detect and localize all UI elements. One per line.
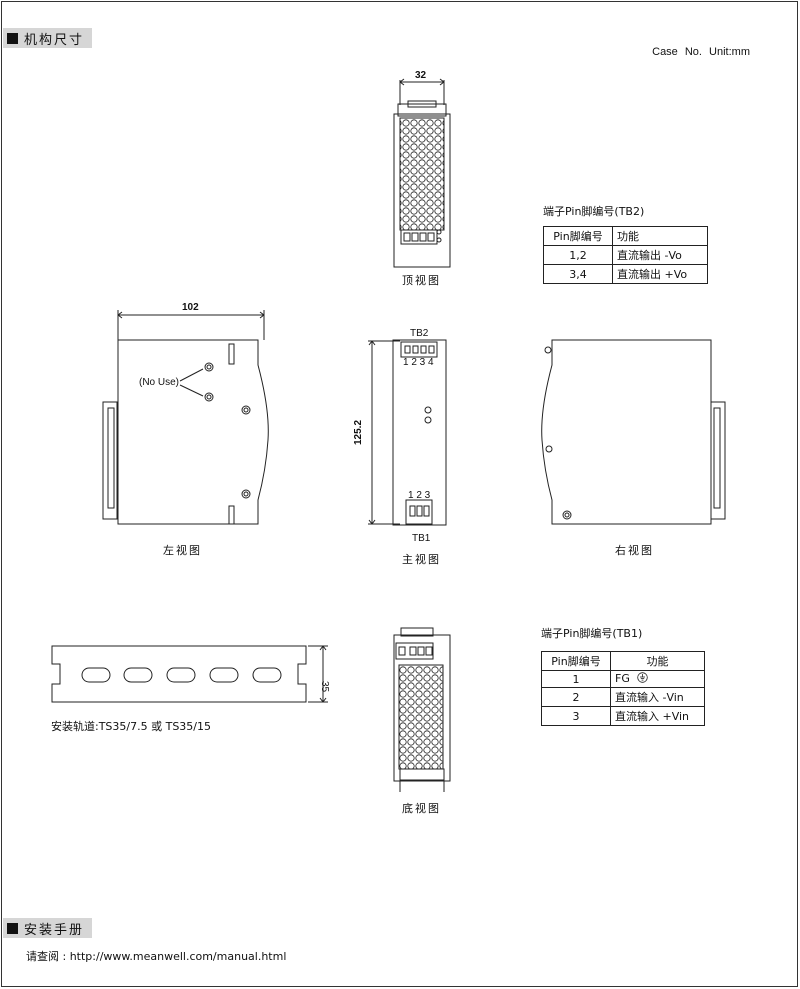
table-cell: 直流输出 +Vo: [612, 264, 708, 284]
table-cell: 直流输入 +Vin: [610, 706, 705, 726]
table-cell: 1: [541, 670, 611, 688]
table-cell: 3: [541, 706, 611, 726]
table-row: 1 FG: [541, 670, 705, 688]
tb2-pin-numbers: 1 2 3 4: [403, 357, 434, 368]
ground-icon: [637, 672, 649, 686]
section-header-install: 安装手册: [3, 918, 93, 938]
top-view-drawing: [393, 78, 451, 268]
tb1-pin-numbers: 1 2 3: [408, 490, 431, 501]
table-header-cell: Pin脚编号: [543, 226, 613, 246]
table-header-cell: 功能: [610, 651, 705, 671]
square-bullet-icon: [7, 32, 18, 44]
case-no-label: Case No.: [652, 46, 702, 58]
section-title: 安装手册: [24, 922, 85, 938]
left-view-caption: 左视图: [163, 544, 202, 557]
table-header-cell: Pin脚编号: [541, 651, 611, 671]
table-row: 3 直流输入 +Vin: [541, 706, 705, 726]
tb1-pin-table: Pin脚编号 功能 1 FG 2 直流输入 -Vin 3 直流输入 +Vin: [541, 651, 705, 726]
right-view-drawing: [541, 339, 726, 525]
bottom-view-drawing: [393, 627, 451, 792]
left-view-drawing: [102, 310, 269, 525]
table-header-cell: 功能: [612, 226, 708, 246]
table-cell: FG: [610, 670, 705, 688]
table-row: 3,4 直流输出 +Vo: [543, 264, 708, 284]
din-rail-caption: 安装轨道:TS35/7.5 或 TS35/15: [51, 720, 211, 733]
tb1-table-title: 端子Pin脚编号(TB1): [541, 627, 643, 640]
table-header-row: Pin脚编号 功能: [543, 226, 708, 246]
table-cell: 3,4: [543, 264, 613, 284]
tb1-label: TB1: [412, 533, 431, 544]
front-view-caption: 主视图: [402, 553, 441, 566]
height-dimension: 125.2: [353, 419, 364, 445]
fg-label: FG: [615, 672, 630, 685]
table-cell: 直流输出 -Vo: [612, 245, 708, 265]
manual-link[interactable]: 请查阅 : http://www.meanwell.com/manual.htm…: [26, 950, 287, 963]
table-cell: 直流输入 -Vin: [610, 687, 705, 707]
rail-height-dimension: 35: [319, 681, 330, 693]
front-view-drawing: [368, 339, 447, 526]
depth-dimension: 102: [182, 302, 199, 313]
section-title: 机构尺寸: [24, 32, 85, 48]
din-rail-drawing: [51, 645, 328, 703]
tb2-table-title: 端子Pin脚编号(TB2): [543, 205, 645, 218]
right-view-caption: 右视图: [615, 544, 654, 557]
table-row: 1,2 直流输出 -Vo: [543, 245, 708, 265]
unit-label: Unit:mm: [709, 46, 750, 58]
square-bullet-icon: [7, 922, 18, 934]
table-row: 2 直流输入 -Vin: [541, 687, 705, 707]
no-use-label: (No Use): [139, 377, 180, 388]
table-cell: 2: [541, 687, 611, 707]
tb2-label: TB2: [410, 328, 429, 339]
top-view-caption: 顶视图: [402, 274, 441, 287]
section-header-dimensions: 机构尺寸: [3, 28, 93, 48]
bottom-view-caption: 底视图: [402, 802, 441, 815]
tb2-pin-table: Pin脚编号 功能 1,2 直流输出 -Vo 3,4 直流输出 +Vo: [543, 226, 708, 284]
table-header-row: Pin脚编号 功能: [541, 651, 705, 671]
width-dimension: 32: [415, 70, 427, 81]
table-cell: 1,2: [543, 245, 613, 265]
case-unit-label: Case No. Unit:mm: [652, 46, 750, 58]
